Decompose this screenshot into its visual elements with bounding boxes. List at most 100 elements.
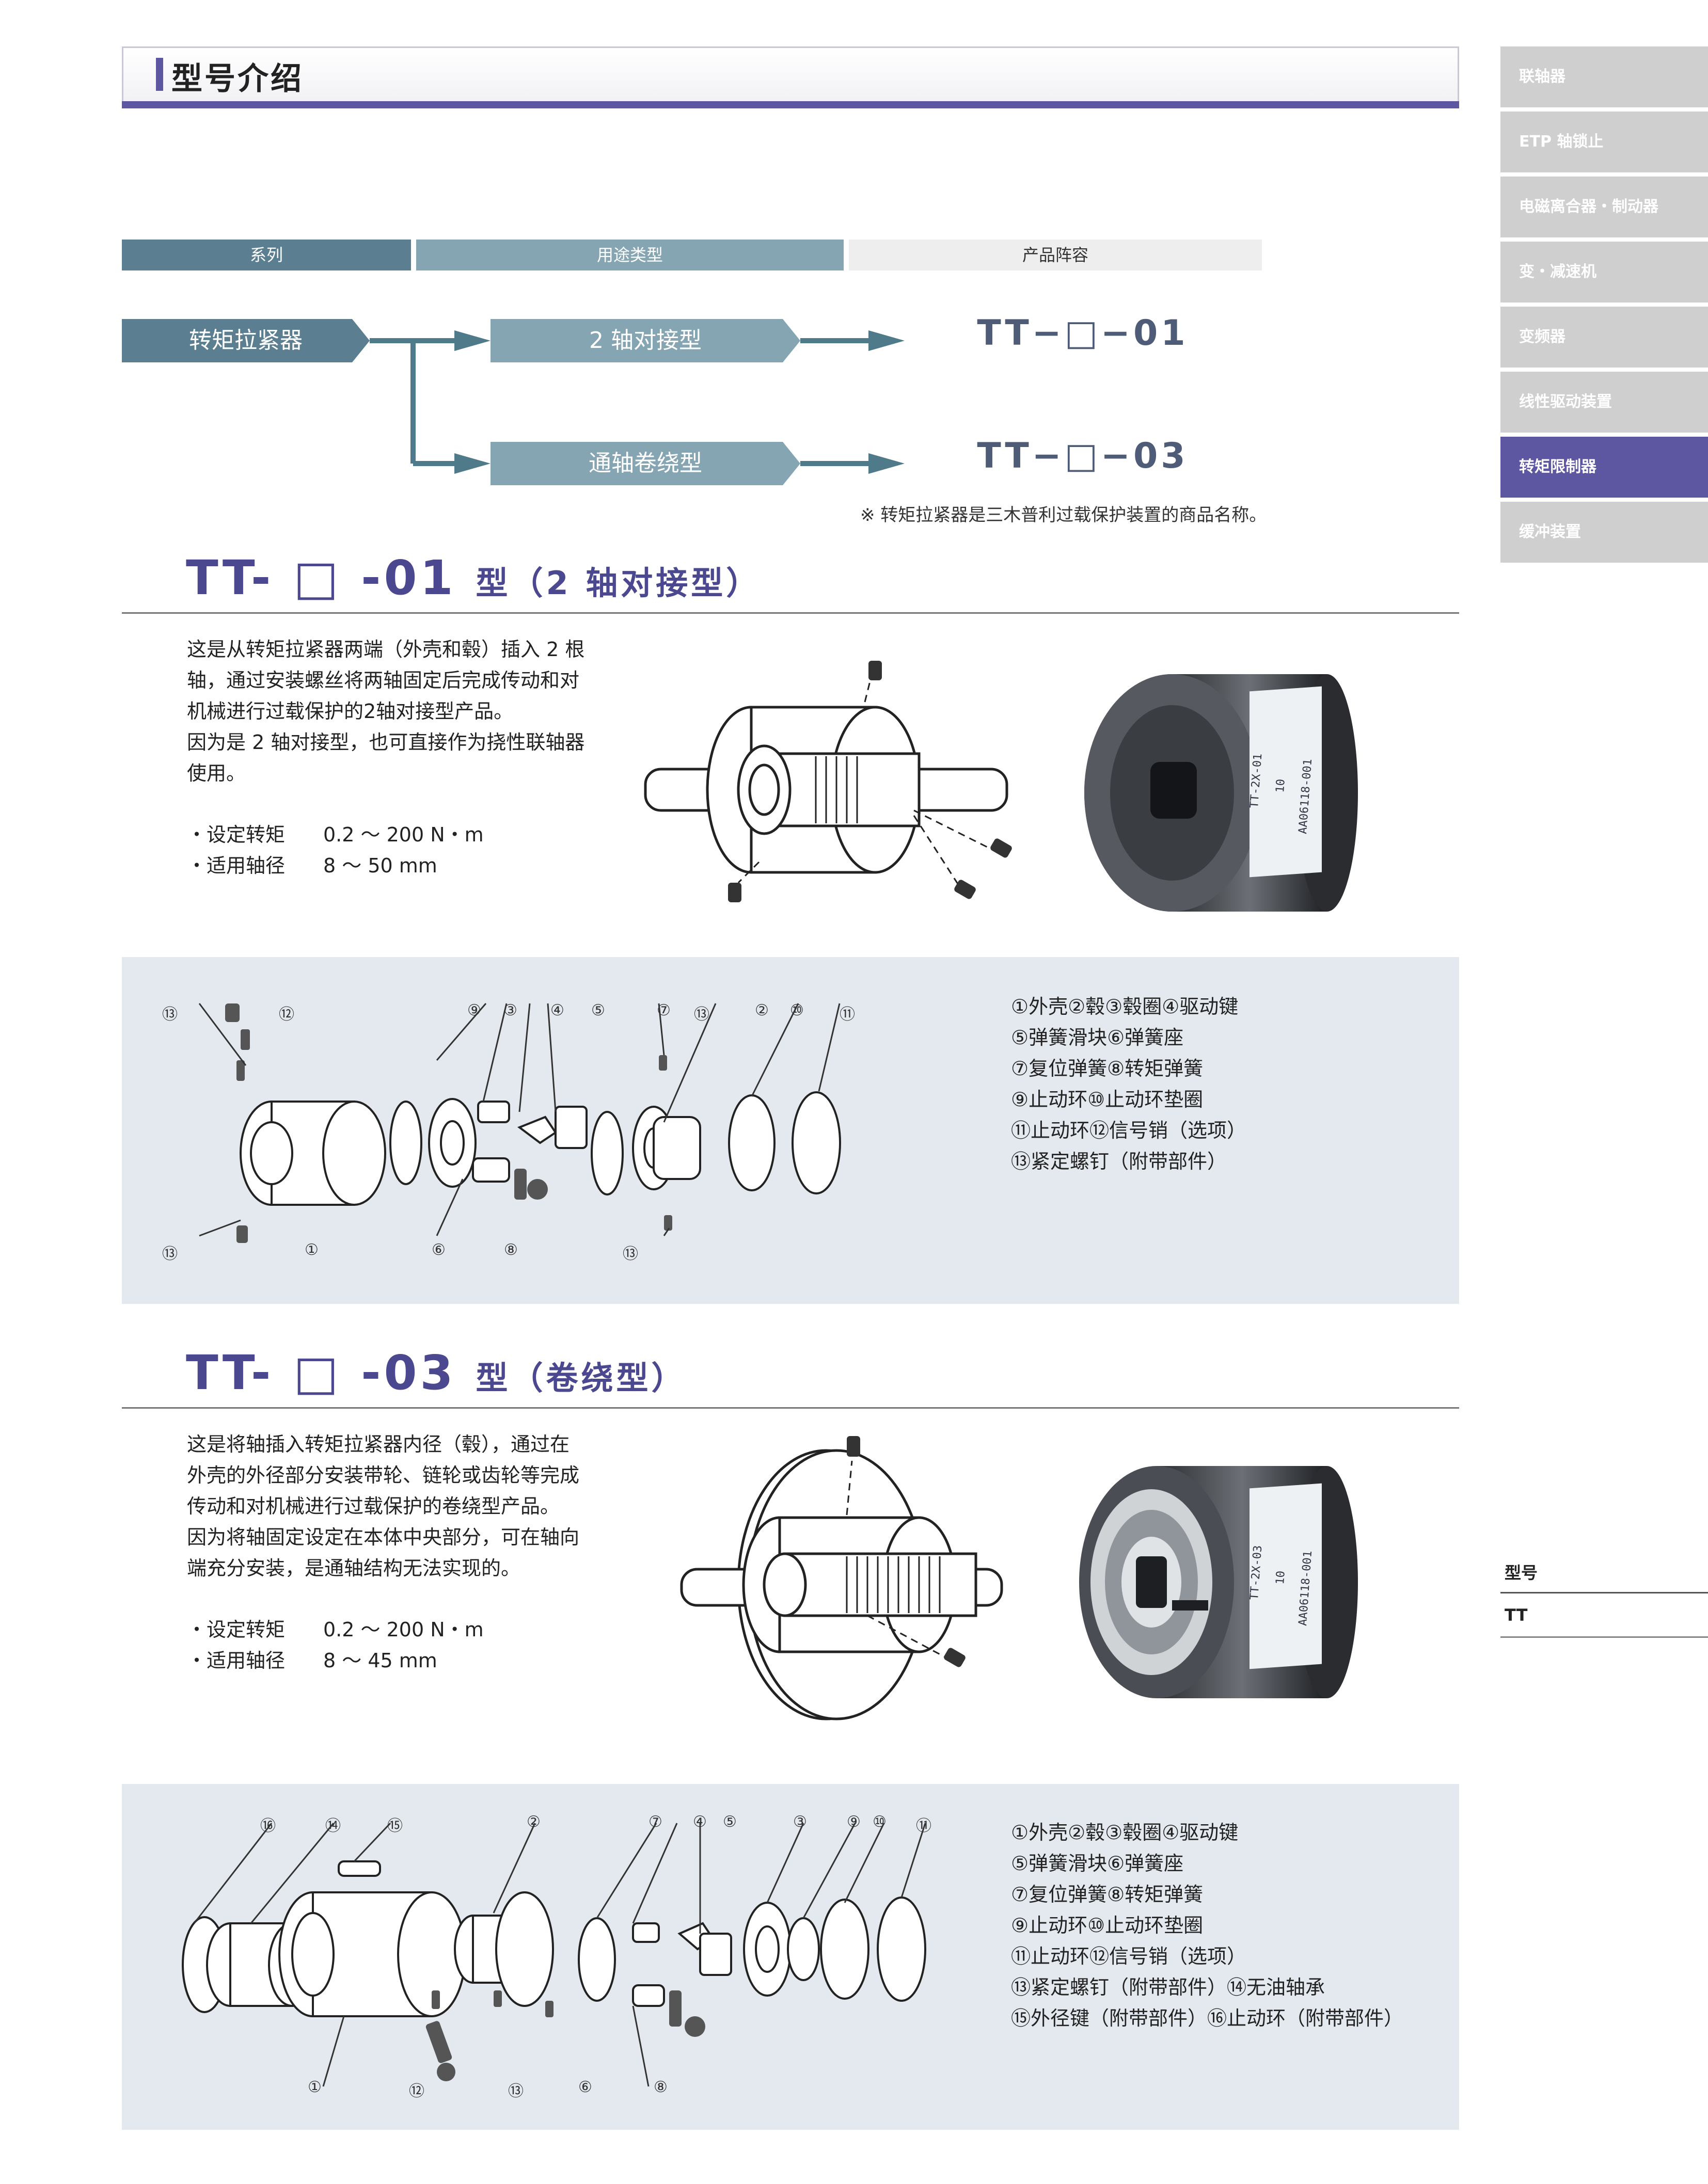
description-line: 因为将轴固定设定在本体中央部分，可在轴向 (187, 1526, 580, 1549)
callout-13: ⑬ (162, 1245, 178, 1263)
callout-3: ③ (793, 1813, 807, 1831)
callout-2: ② (527, 1813, 541, 1831)
parts-list-line: ⑤弹簧滑块⑥弹簧座 (1011, 1026, 1184, 1049)
sidebar-item-damper[interactable]: 缓冲装置 (1500, 502, 1708, 563)
flow-use-box-winding: 通轴卷绕型 (491, 442, 800, 485)
description-line: 外壳的外径部分安装带轮、链轮或齿轮等完成 (187, 1464, 580, 1487)
spec-torque-value: 0.2 〜 200 N・m (323, 1618, 484, 1641)
description-line: 这是从转矩拉紧器两端（外壳和毂）插入 2 根 (187, 638, 585, 661)
callout-13: ⑬ (508, 2082, 524, 2100)
callout-7: ⑦ (657, 1001, 671, 1019)
page-title: 型号介绍 (171, 61, 304, 97)
callout-7: ⑦ (649, 1813, 662, 1831)
parts-list-line: ①外壳②毂③毂圈④驱动键 (1011, 1821, 1239, 1844)
header-bar (122, 46, 1459, 103)
callout-1: ① (305, 1241, 319, 1259)
assembly-drawing-01 (644, 661, 1012, 902)
description-line: 传动和对机械进行过载保护的卷绕型产品。 (187, 1495, 560, 1518)
spec-torque-value: 0.2 〜 200 N・m (323, 823, 484, 846)
callout-12: ⑫ (279, 1006, 294, 1024)
sidebar-item-coupling[interactable]: 联轴器 (1500, 46, 1708, 107)
callout-13: ⑬ (623, 1245, 638, 1263)
spec-bore-value: 8 〜 45 mm (323, 1649, 437, 1672)
parts-list-line: ⑦复位弹簧⑧转矩弹簧 (1011, 1057, 1204, 1080)
description-line: 这是将轴插入转矩拉紧器内径（毂），通过在 (187, 1433, 570, 1456)
spec-bore-label: ・适用轴径 (187, 854, 286, 877)
parts-list-line: ⑨止动环⑩止动环垫圈 (1011, 1088, 1204, 1111)
callout-6: ⑥ (432, 1241, 446, 1259)
callout-1: ① (308, 2078, 322, 2096)
flow-model-box-01[interactable]: TT−□−01 (905, 305, 1261, 362)
callout-11: ⑪ (916, 1817, 931, 1835)
callout-16: ⑯ (260, 1817, 276, 1835)
spec-bore-label: ・适用轴径 (187, 1649, 286, 1672)
callout-14: ⑭ (325, 1817, 341, 1835)
photo-label-text: 10 (1274, 778, 1288, 793)
spec-bore-value: 8 〜 50 mm (323, 854, 437, 877)
callout-3: ③ (503, 1001, 517, 1019)
callout-4: ④ (550, 1001, 564, 1019)
parts-list-01: ①外壳②毂③毂圈④驱动键 ⑤弹簧滑块⑥弹簧座 ⑦复位弹簧⑧转矩弹簧 ⑨止动环⑩止… (1011, 991, 1246, 1177)
callout-10: ⑩ (790, 1001, 804, 1019)
callout-6: ⑥ (578, 2078, 592, 2096)
description-line: 机械进行过载保护的2轴对接型产品。 (187, 700, 514, 723)
sidebar-item-inverter[interactable]: 变频器 (1500, 307, 1708, 368)
parts-list-line: ⑪止动环⑫信号销（选项） (1011, 1945, 1247, 1968)
parts-list-line: ⑮外径键（附带部件）⑯止动环（附带部件） (1011, 2007, 1404, 2030)
section-title-suffix: 型（2 轴对接型） (476, 564, 762, 602)
callout-5: ⑤ (723, 1813, 737, 1831)
flow-connectors (370, 330, 905, 474)
callout-9: ⑨ (847, 1813, 861, 1831)
sidebar-model-label: 型号 (1505, 1563, 1538, 1583)
exploded-drawing-01 (198, 1003, 841, 1243)
header-underline (122, 101, 1459, 108)
description-line: 因为是 2 轴对接型，也可直接作为挠性联轴器 (187, 731, 585, 754)
callout-11: ⑪ (840, 1006, 855, 1024)
parts-list-line: ⑬紧定螺钉（附带部件）⑭无油轴承 (1011, 1976, 1325, 1999)
flow-header-series: 系列 (122, 240, 411, 270)
section-description: 这是将轴插入转矩拉紧器内径（毂），通过在 外壳的外径部分安装带轮、链轮或齿轮等完… (187, 1429, 610, 1584)
description-line: 轴，通过安装螺丝将两轴固定后完成传动和对 (187, 669, 580, 692)
flow-header-lineup: 产品阵容 (849, 240, 1262, 270)
section-divider (122, 1407, 1459, 1409)
description-line: 端充分安装，是通轴结构无法实现的。 (187, 1557, 521, 1580)
flow-header-use: 用途类型 (416, 240, 844, 270)
header-accent-mark (156, 58, 163, 91)
sidebar-item-clutch-brake[interactable]: 电磁离合器・制动器 (1500, 177, 1708, 237)
section-divider (122, 612, 1459, 614)
sidebar-divider (1500, 1592, 1708, 1593)
product-photo-01: TT-2X-01 10 AA06118-001 (1053, 638, 1399, 922)
callout-9: ⑨ (467, 1001, 481, 1019)
spec-torque-label: ・设定转矩 (187, 823, 286, 846)
callout-10: ⑩ (873, 1813, 887, 1831)
photo-label-text: 10 (1274, 1570, 1288, 1585)
section-title-01: TT- □ -01 型（2 轴对接型） (186, 550, 761, 605)
section-title-main: TT- □ -03 (186, 1345, 456, 1400)
callout-13: ⑬ (162, 1006, 178, 1024)
parts-list-line: ⑬紧定螺钉（附带部件） (1011, 1150, 1227, 1173)
sidebar-item-etp[interactable]: ETP 轴锁止 (1500, 111, 1708, 172)
callout-8: ⑧ (654, 2078, 668, 2096)
section-title-suffix: 型（卷绕型） (476, 1359, 687, 1397)
parts-list-line: ⑪止动环⑫信号销（选项） (1011, 1119, 1247, 1142)
sidebar-item-linear-drive[interactable]: 线性驱动装置 (1500, 372, 1708, 433)
parts-list-line: ①外壳②毂③毂圈④驱动键 (1011, 995, 1239, 1018)
trademark-note: ※ 转矩拉紧器是三木普利过载保护装置的商品名称。 (860, 505, 1267, 525)
flow-series-box: 转矩拉紧器 (122, 319, 370, 362)
parts-list-03: ①外壳②毂③毂圈④驱动键 ⑤弹簧滑块⑥弹簧座 ⑦复位弹簧⑧转矩弹簧 ⑨止动环⑩止… (1011, 1817, 1403, 2034)
section-description: 这是从转矩拉紧器两端（外壳和毂）插入 2 根 轴，通过安装螺丝将两轴固定后完成传… (187, 634, 610, 789)
parts-list-line: ⑤弹簧滑块⑥弹簧座 (1011, 1852, 1184, 1875)
sidebar-model-value[interactable]: TT (1505, 1605, 1528, 1625)
spec-torque-label: ・设定转矩 (187, 1618, 286, 1641)
parts-list-line: ⑨止动环⑩止动环垫圈 (1011, 1914, 1204, 1937)
flow-use-box-2axis: 2 轴对接型 (491, 319, 800, 362)
sidebar-item-torque-limiter[interactable]: 转矩限制器 (1500, 437, 1708, 498)
section-title-03: TT- □ -03 型（卷绕型） (186, 1345, 687, 1400)
callout-13: ⑬ (694, 1006, 709, 1024)
sidebar-item-reducer[interactable]: 变・减速机 (1500, 242, 1708, 302)
callout-12: ⑫ (409, 2082, 424, 2100)
exploded-drawing-03 (182, 1822, 926, 2087)
assembly-drawing-03 (680, 1436, 1003, 1720)
flow-model-box-03[interactable]: TT−□−03 (905, 427, 1261, 485)
product-photo-03: TT-2X-03 10 AA06118-001 (1053, 1445, 1399, 1714)
